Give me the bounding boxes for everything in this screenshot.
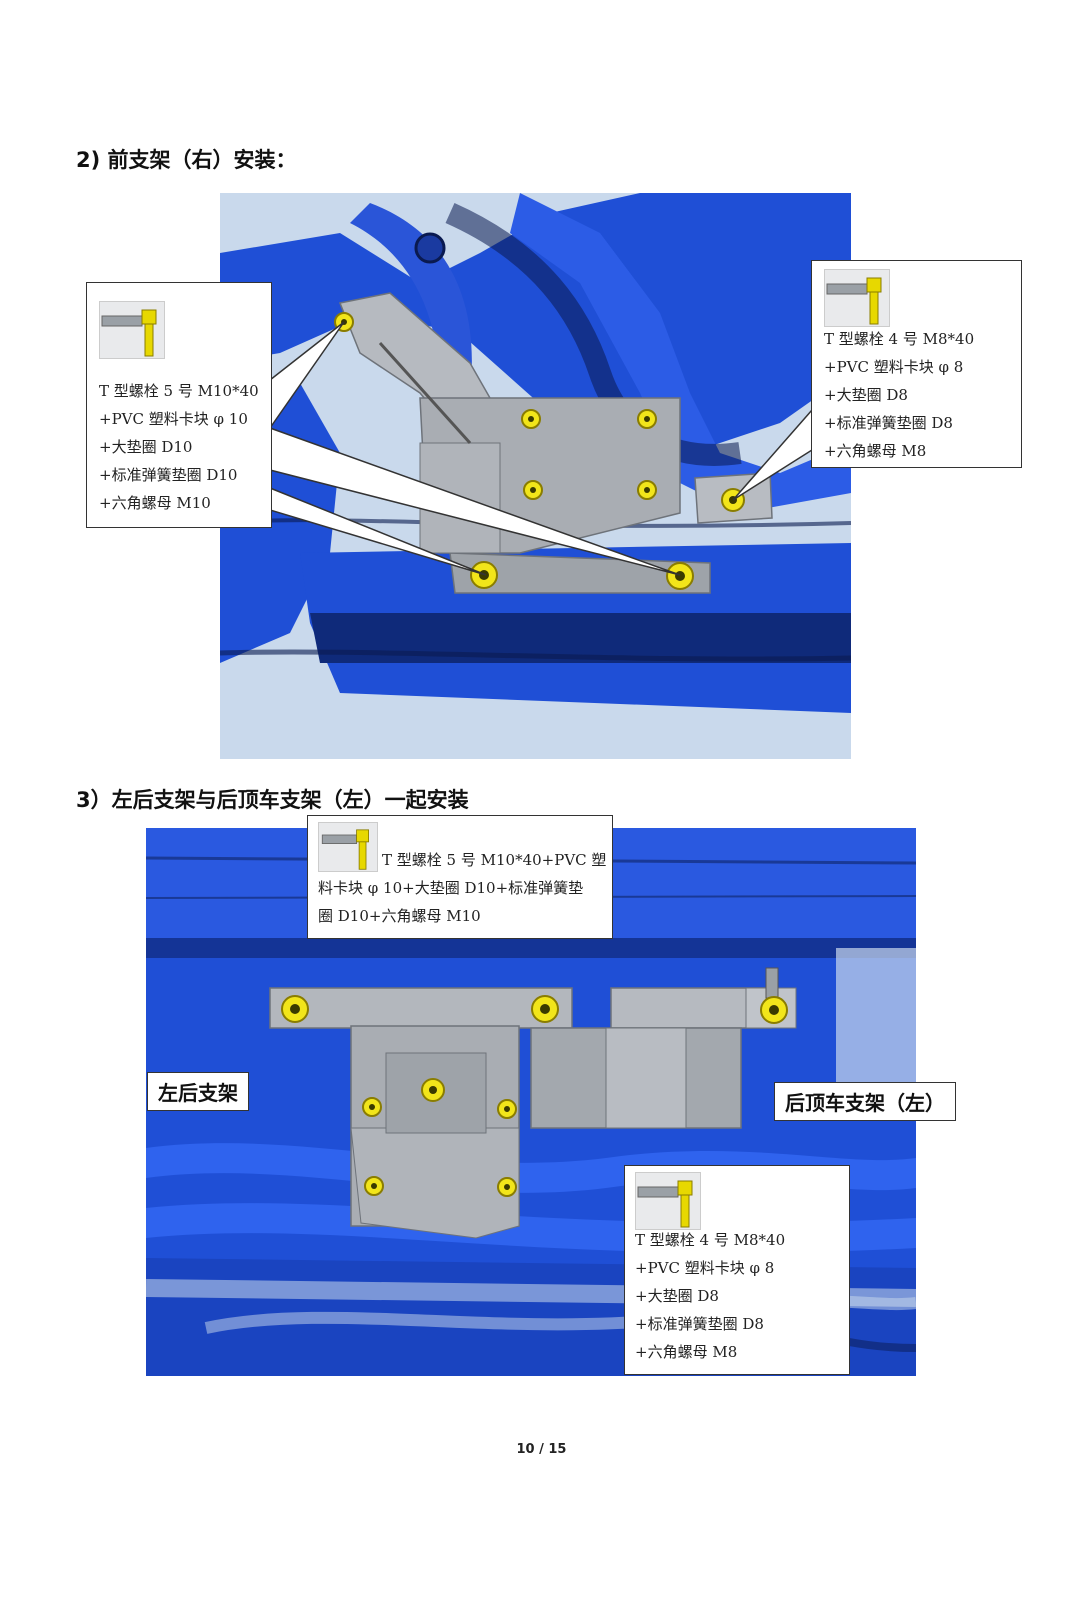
- callout-line: +PVC 塑料卡块 φ 8: [635, 1259, 775, 1277]
- callout-line: +六角螺母 M8: [824, 442, 927, 460]
- label-left-rear-bracket: 左后支架: [147, 1072, 249, 1111]
- callout-line: +大垫圈 D8: [635, 1287, 719, 1305]
- callout-t-bolt-m8-rear: T 型螺栓 4 号 M8*40 +PVC 塑料卡块 φ 8 +大垫圈 D8 +标…: [624, 1165, 850, 1375]
- callout-line: +大垫圈 D10: [99, 438, 193, 456]
- t-bolt-icon: [635, 1172, 701, 1230]
- callout-line: +PVC 塑料卡块 φ 10: [99, 410, 248, 428]
- t-bolt-icon: [824, 269, 890, 327]
- callout-line: +六角螺母 M8: [635, 1343, 738, 1361]
- callout-line: +标准弹簧垫圈 D10: [99, 466, 238, 484]
- label-rear-jack-bracket-left: 后顶车支架（左）: [774, 1082, 956, 1121]
- callout-line: +标准弹簧垫圈 D8: [824, 414, 953, 432]
- front-bracket-right-figure: [220, 193, 851, 759]
- callout-line: +大垫圈 D8: [824, 386, 908, 404]
- callout-line: +PVC 塑料卡块 φ 8: [824, 358, 964, 376]
- section-2-heading: 2) 前支架（右）安装：: [76, 148, 297, 172]
- callout-line: 料卡块 φ 10+大垫圈 D10+标准弹簧垫: [318, 879, 584, 897]
- callout-line: T 型螺栓 4 号 M8*40: [635, 1231, 786, 1249]
- t-bolt-icon: [318, 822, 378, 872]
- callout-line: T 型螺栓 5 号 M10*40+PVC 塑: [382, 851, 607, 869]
- t-bolt-icon: [99, 301, 165, 359]
- page-number: 10 / 15: [516, 1442, 567, 1457]
- callout-line: +六角螺母 M10: [99, 494, 211, 512]
- callout-t-bolt-m10: T 型螺栓 5 号 M10*40 +PVC 塑料卡块 φ 10 +大垫圈 D10…: [86, 282, 272, 528]
- callout-t-bolt-m10-rear: T 型螺栓 5 号 M10*40+PVC 塑 料卡块 φ 10+大垫圈 D10+…: [307, 815, 613, 939]
- callout-line: T 型螺栓 4 号 M8*40: [824, 330, 975, 348]
- section-3-heading: 3）左后支架与后顶车支架（左）一起安装: [76, 788, 469, 812]
- callout-line: T 型螺栓 5 号 M10*40: [99, 382, 259, 400]
- callout-t-bolt-m8-right: T 型螺栓 4 号 M8*40 +PVC 塑料卡块 φ 8 +大垫圈 D8 +标…: [811, 260, 1022, 468]
- callout-line: 圈 D10+六角螺母 M10: [318, 907, 481, 925]
- callout-line: +标准弹簧垫圈 D8: [635, 1315, 764, 1333]
